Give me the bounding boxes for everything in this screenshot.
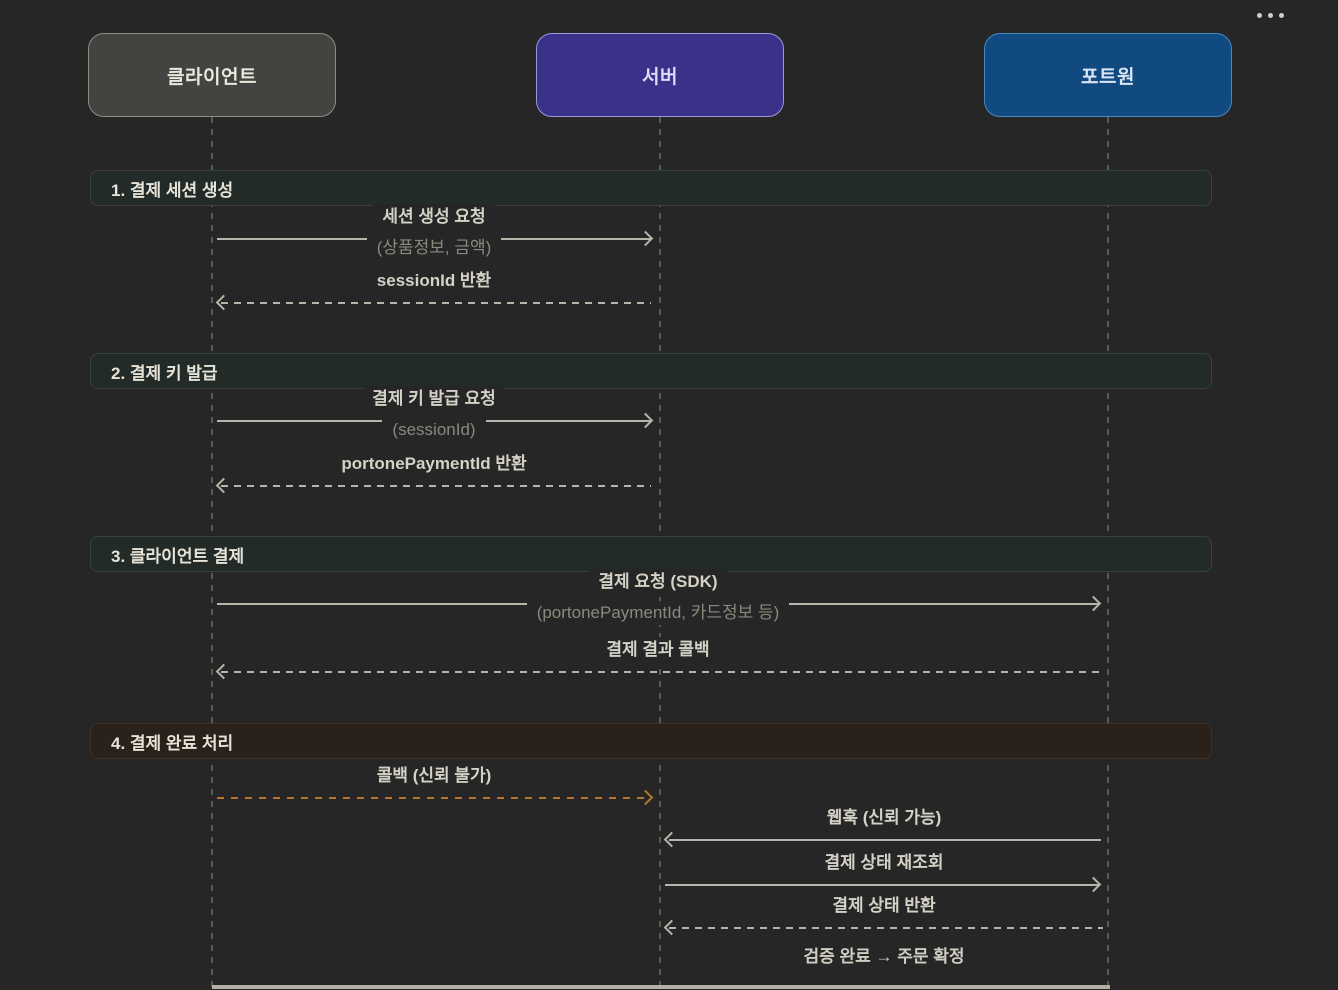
section-1-label: 1. 결제 세션 생성 xyxy=(111,180,234,200)
arrowhead-left-icon xyxy=(215,663,232,680)
message-arrow-line xyxy=(221,671,1103,673)
more-options-icon xyxy=(1278,12,1284,18)
message-title: 결제 결과 콜백 xyxy=(408,637,908,663)
verification-note: 검증 완료 → 주문 확정 xyxy=(634,944,1134,970)
message-arrow-line xyxy=(669,839,1101,841)
section-bar-1: 1. 결제 세션 생성 xyxy=(90,170,1212,206)
arrowhead-right-icon xyxy=(1085,876,1102,893)
more-options-icon xyxy=(1267,12,1273,18)
arrowhead-left-icon xyxy=(663,919,680,936)
message-arrow-line xyxy=(669,927,1103,929)
message-arrow-line xyxy=(221,302,651,304)
message-title: 결제 상태 재조회 xyxy=(634,850,1134,876)
actor-client-label: 클라이언트 xyxy=(167,66,257,88)
message-title: 결제 키 발급 요청 xyxy=(184,386,684,412)
arrowhead-right-icon xyxy=(637,789,654,806)
actor-server[interactable]: 서버 xyxy=(536,33,784,117)
arrowhead-right-icon xyxy=(1085,595,1102,612)
cutoff-message-line xyxy=(212,985,1110,989)
actor-portone[interactable]: 포트원 xyxy=(984,33,1232,117)
section-3-label: 3. 클라이언트 결제 xyxy=(111,546,245,566)
section-bar-4: 4. 결제 완료 처리 xyxy=(90,723,1212,759)
message-title: portonePaymentId 반환 xyxy=(184,451,684,477)
section-2-label: 2. 결제 키 발급 xyxy=(111,363,218,383)
actor-portone-label: 포트원 xyxy=(1081,66,1135,88)
message-title: 콜백 (신뢰 불가) xyxy=(184,763,684,789)
arrowhead-left-icon xyxy=(663,831,680,848)
arrowhead-left-icon xyxy=(215,294,232,311)
message-arrow-line-warning xyxy=(217,797,647,799)
actor-server-label: 서버 xyxy=(642,66,678,88)
message-arrow-line xyxy=(221,485,651,487)
message-arrow-line xyxy=(665,884,1099,886)
section-4-label: 4. 결제 완료 처리 xyxy=(111,733,234,753)
more-options-icon xyxy=(1256,12,1262,18)
message-title: 결제 상태 반환 xyxy=(634,893,1134,919)
message-param: (상품정보, 금액) xyxy=(184,236,684,260)
message-param: (portonePaymentId, 카드정보 등) xyxy=(408,601,908,625)
section-bar-3: 3. 클라이언트 결제 xyxy=(90,536,1212,572)
message-title: 웹훅 (신뢰 가능) xyxy=(634,805,1134,831)
section-bar-2: 2. 결제 키 발급 xyxy=(90,353,1212,389)
arrowhead-left-icon xyxy=(215,477,232,494)
message-title: 세션 생성 요청 xyxy=(184,204,684,230)
more-options-button[interactable] xyxy=(1246,2,1294,28)
actor-client[interactable]: 클라이언트 xyxy=(88,33,336,117)
message-title: 결제 요청 (SDK) xyxy=(408,569,908,595)
message-param: (sessionId) xyxy=(184,418,684,442)
message-title: sessionId 반환 xyxy=(184,268,684,294)
